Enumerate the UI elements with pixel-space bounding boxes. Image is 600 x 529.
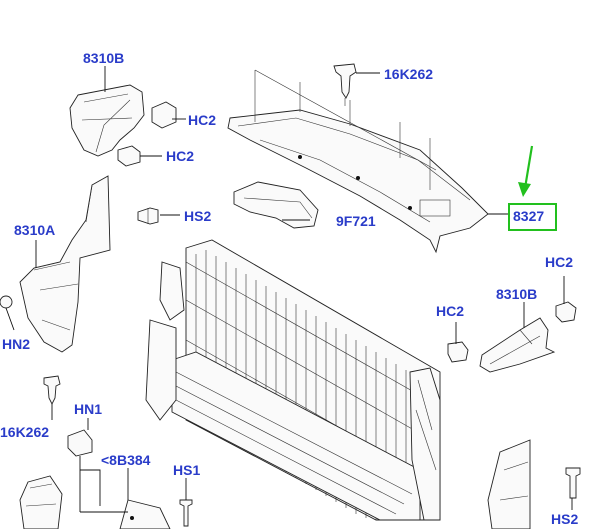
label-8310A[interactable]: 8310A bbox=[14, 222, 56, 238]
label-9F721[interactable]: 9F721 bbox=[336, 213, 376, 229]
label-hs2-bottom[interactable]: HS2 bbox=[551, 511, 579, 527]
bolt-hs1 bbox=[179, 499, 193, 527]
clip-hc2-b bbox=[117, 145, 141, 167]
part-8310A bbox=[19, 175, 111, 353]
label-hc2-b[interactable]: HC2 bbox=[166, 148, 195, 164]
clip-hc2-a bbox=[151, 101, 177, 129]
pushpin-16k262-top bbox=[333, 63, 357, 99]
lower-right-bracket bbox=[487, 439, 531, 529]
label-hn2[interactable]: HN2 bbox=[2, 336, 31, 352]
label-8327[interactable]: 8327 bbox=[513, 208, 545, 224]
nut-hn1 bbox=[67, 429, 93, 457]
label-16K262-left[interactable]: 16K262 bbox=[0, 424, 50, 440]
part-8310B-upper bbox=[69, 84, 145, 157]
clip-hc2-right bbox=[555, 301, 577, 323]
radiator-assembly bbox=[145, 239, 441, 521]
label-hc2-right[interactable]: HC2 bbox=[545, 254, 574, 270]
pushpin-16k262-left bbox=[43, 375, 61, 406]
highlight-arrow bbox=[518, 145, 534, 197]
label-8B384[interactable]: <8B384 bbox=[101, 452, 151, 468]
part-8310B-right bbox=[479, 317, 556, 373]
part-8327-shield bbox=[227, 109, 489, 254]
label-hs1[interactable]: HS1 bbox=[173, 462, 201, 478]
lower-left-bracket bbox=[19, 475, 63, 529]
label-hn1[interactable]: HN1 bbox=[74, 401, 103, 417]
label-16K262-top[interactable]: 16K262 bbox=[384, 66, 434, 82]
bolt-hs2-bottom bbox=[565, 467, 581, 499]
nut-hn2 bbox=[0, 295, 13, 309]
label-hs2-left[interactable]: HS2 bbox=[184, 208, 212, 224]
part-9F721 bbox=[233, 181, 319, 229]
label-hc2-a[interactable]: HC2 bbox=[188, 112, 217, 128]
label-8310B-top[interactable]: 8310B bbox=[83, 50, 125, 66]
part-8B384 bbox=[119, 499, 171, 529]
label-8310B-right[interactable]: 8310B bbox=[496, 286, 538, 302]
leader-lines bbox=[5, 66, 573, 513]
label-hc2-mid[interactable]: HC2 bbox=[436, 303, 465, 319]
highlight-box-8327 bbox=[508, 203, 557, 231]
clip-hc2-mid bbox=[447, 341, 469, 363]
